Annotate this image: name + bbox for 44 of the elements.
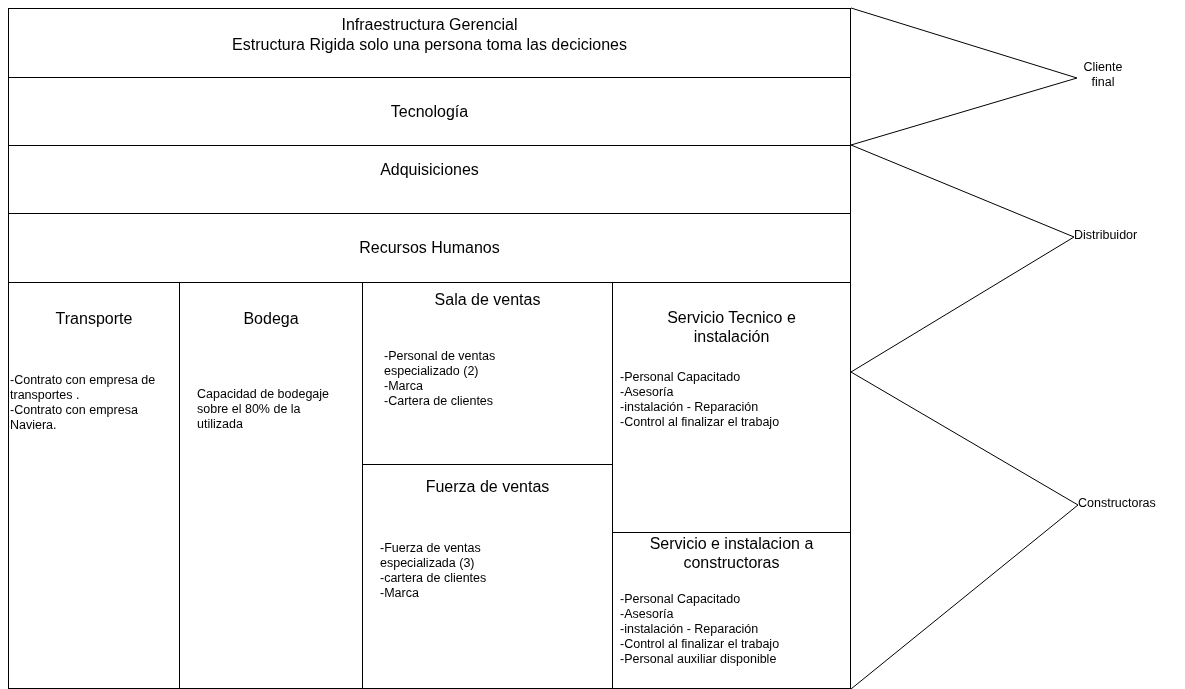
wedge-line (850, 371, 1079, 506)
activity-box (8, 282, 180, 689)
activity-box (612, 532, 851, 689)
box-heading: Infraestructura Gerencial (340, 15, 519, 35)
wedge-line (850, 236, 1075, 373)
box-heading: Bodega (242, 309, 300, 329)
bullet-text: -cartera de clientes (380, 571, 488, 586)
wedge-line (850, 144, 1075, 238)
box-heading: Tecnología (389, 102, 470, 122)
segment-label: Cliente final (1082, 60, 1124, 90)
bullet-text: -Personal Capacitado (620, 370, 742, 385)
activity-box (8, 213, 851, 283)
bullet-text: -Control al finalizar el trabajo (620, 415, 781, 430)
box-heading: Servicio Tecnico e instalación (666, 308, 797, 347)
bullet-text: -Marca (384, 379, 424, 394)
bullet-text: -Fuerza de ventas especializada (3) (380, 541, 482, 571)
box-heading: Adquisiciones (379, 160, 480, 180)
bullet-text: -Personal de ventas especializado (2) (384, 349, 497, 379)
wedge-line (850, 77, 1078, 146)
box-heading: Servicio e instalacion a constructoras (648, 534, 815, 573)
bullet-text: -Marca (380, 586, 420, 601)
bullet-text: -Asesoría (620, 385, 675, 400)
bullet-text: -Asesoría (620, 607, 675, 622)
segment-label: Constructoras (1078, 496, 1157, 511)
activity-box (8, 145, 851, 214)
box-heading: Transporte (54, 309, 134, 329)
bullet-text: -Personal Capacitado (620, 592, 742, 607)
bullet-text: -Control al finalizar el trabajo (620, 637, 781, 652)
activity-box (8, 77, 851, 146)
wedge-line (850, 504, 1079, 689)
bullet-text: -Contrato con empresa Naviera. (10, 403, 139, 433)
bullet-text: Capacidad de bodegaje sobre el 80% de la utilizada (197, 387, 331, 432)
bullet-text: -Cartera de clientes (384, 394, 495, 409)
box-heading: Recursos Humanos (358, 238, 501, 258)
bullet-text: -instalación - Reparación (620, 622, 760, 637)
activity-box (8, 8, 851, 78)
box-heading: Sala de ventas (433, 290, 542, 310)
bullet-text: -Contrato con empresa de transportes . (10, 373, 157, 403)
bullet-text: Estructura Rigida solo una persona toma las deciciones (231, 35, 628, 55)
bullet-text: -instalación - Reparación (620, 400, 760, 415)
wedge-line (850, 7, 1078, 79)
bullet-text: -Personal auxiliar disponible (620, 652, 778, 667)
box-heading: Fuerza de ventas (424, 477, 551, 497)
segment-label: Distribuidor (1074, 228, 1139, 243)
